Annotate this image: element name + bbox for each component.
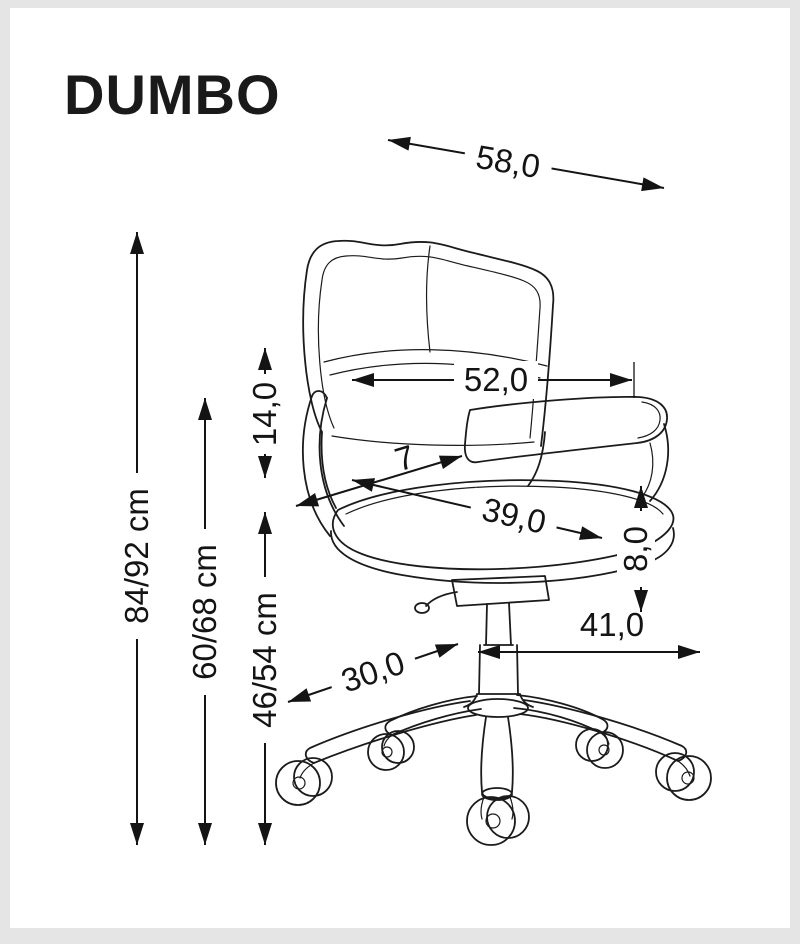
label-halo xyxy=(118,473,156,639)
caster-front xyxy=(466,787,530,846)
dim-label-seat-depth: 39,0 xyxy=(479,490,550,541)
tilt-mechanism xyxy=(451,575,550,607)
caster-front-wheel-front xyxy=(466,796,516,846)
dim-label-seat-cushion-thickness: 8,0 xyxy=(617,526,654,572)
dim-label-seat-height-group: 46/54 cm xyxy=(246,577,284,743)
caster-right-wheel-front xyxy=(666,755,712,801)
dim-label-seat-back-height: 60/68 cm xyxy=(186,544,223,680)
dim-label-backrest-width: 52,0 xyxy=(464,361,528,398)
seat-base-band xyxy=(330,527,675,584)
caster-right-stem xyxy=(677,760,691,777)
dim-label-overall-height-group: 84/92 cm xyxy=(118,473,156,639)
dim-label-backrest-top-depth-group: 58,0 xyxy=(461,135,555,189)
left-armrest-cap xyxy=(311,390,328,399)
dim-label-backrest-to-armrest-group: 14,0 xyxy=(246,374,284,454)
dim-label-backrest-to-armrest: 14,0 xyxy=(246,382,283,446)
label-halo xyxy=(325,639,421,705)
label-halo xyxy=(466,487,562,545)
base-leg-front xyxy=(480,716,514,800)
label-halo xyxy=(617,511,655,587)
right-armrest xyxy=(463,395,668,464)
caster-back-right xyxy=(575,728,624,769)
dim-label-base-leg-length: 30,0 xyxy=(336,644,409,700)
dim-label-seat-back-height-group: 60/68 cm xyxy=(186,529,224,695)
caster-back-left-wheel-front xyxy=(367,733,405,771)
caster-back-left-wheel-back xyxy=(381,730,415,764)
caster-left-wheel-front xyxy=(275,760,321,806)
right-armrest-support-inner xyxy=(641,442,654,498)
caster-back-right-wheel-front xyxy=(586,731,624,769)
backrest-outline xyxy=(302,239,555,447)
dim-label-seat-depth-group: 39,0 xyxy=(466,487,562,545)
backrest-seam xyxy=(317,255,541,439)
caster-back-right-wheel-back xyxy=(575,728,609,762)
dim-label-seat-cushion-thickness-group: 8,0 xyxy=(617,511,655,587)
caster-back-left-hub xyxy=(381,746,393,758)
gas-lift-cylinder xyxy=(463,602,534,708)
lever-knob xyxy=(414,602,430,614)
label-halo xyxy=(454,361,538,399)
base-leg-back-right xyxy=(513,694,609,734)
product-name: DUMBO xyxy=(64,63,281,126)
caster-left xyxy=(275,757,333,806)
label-halo xyxy=(246,577,284,743)
caster-right-hub xyxy=(681,771,695,785)
caster-front-wheel-back xyxy=(486,795,530,839)
backrest-center-crease xyxy=(426,245,431,353)
base-leg-back-left xyxy=(384,695,482,736)
caster-right xyxy=(655,752,712,801)
caster-front-hub xyxy=(485,813,501,829)
backrest-tuft-line xyxy=(323,349,548,367)
dim-label-armrest-thickness: 7 xyxy=(390,438,418,479)
caster-left-wheel-back xyxy=(293,757,333,797)
adjustment-lever xyxy=(425,591,458,607)
dim-label-backrest-top-depth: 58,0 xyxy=(473,138,543,185)
dim-label-base-leg-length-group: 30,0 xyxy=(325,639,421,705)
label-halo xyxy=(246,374,284,454)
caster-left-hub xyxy=(292,776,306,790)
right-armrest-support xyxy=(649,423,670,502)
caster-left-stem xyxy=(299,762,315,779)
label-halo xyxy=(186,529,224,695)
label-halo xyxy=(461,135,555,189)
caster-back-left xyxy=(367,730,415,771)
dim-label-seat-height: 46/54 cm xyxy=(246,592,283,728)
base-leg-right xyxy=(519,699,688,762)
right-armrest-seam xyxy=(637,401,661,439)
dim-label-overall-height: 84/92 cm xyxy=(118,488,155,624)
base-hub xyxy=(467,698,529,718)
dim-label-backrest-width-group: 52,0 xyxy=(454,361,538,399)
dim-label-seat-width: 41,0 xyxy=(580,606,644,643)
backrest-bottom-seam xyxy=(331,435,535,446)
caster-back-right-hub xyxy=(598,744,610,756)
caster-right-wheel-back xyxy=(655,752,695,792)
caster-back-left-stem xyxy=(383,734,393,747)
